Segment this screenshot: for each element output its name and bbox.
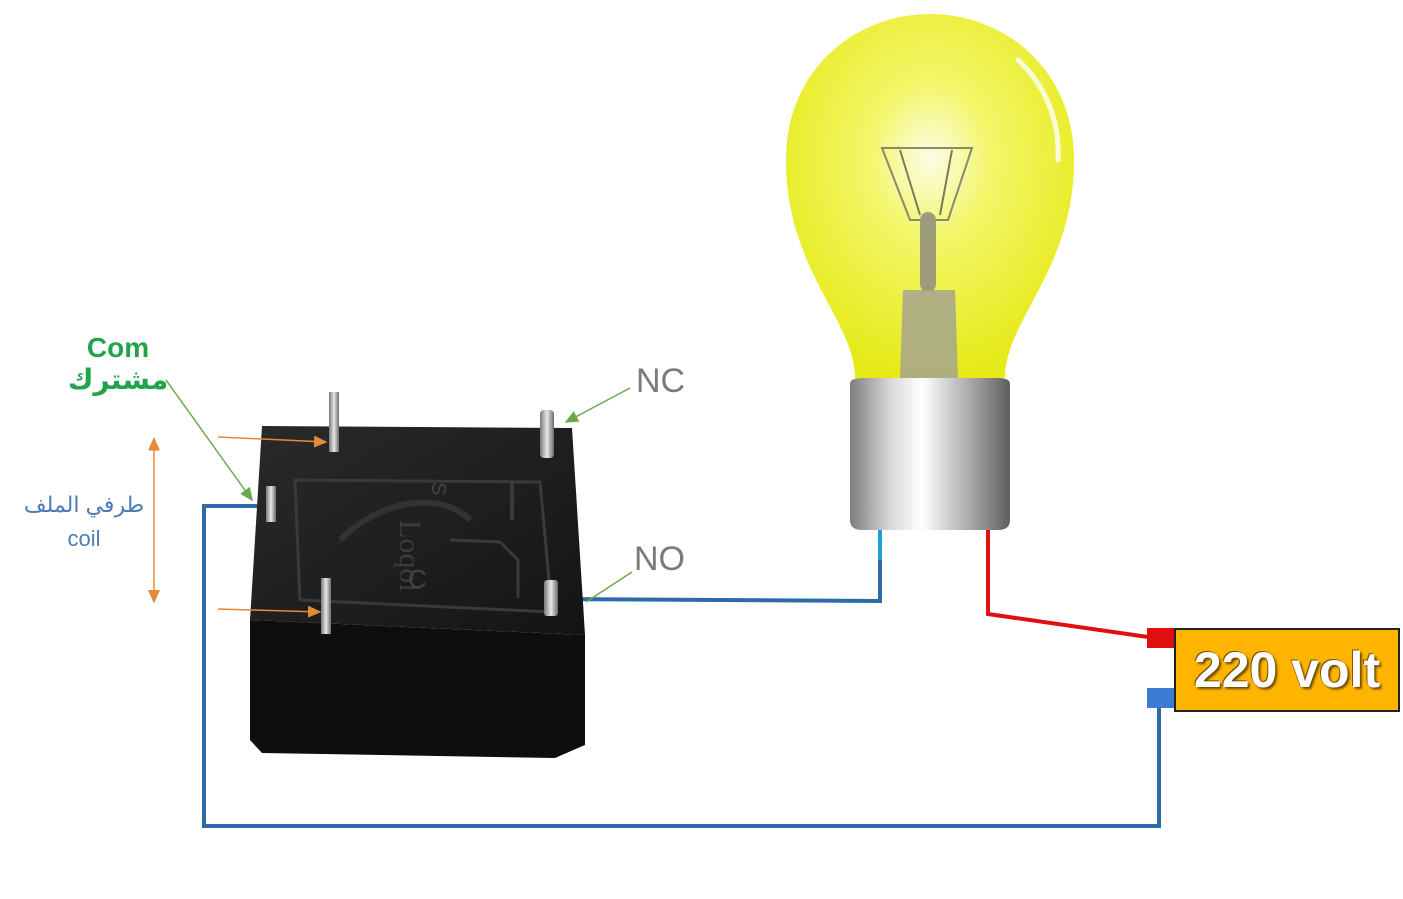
com-label: Com مشترك xyxy=(62,332,174,396)
source-terminal-blue xyxy=(1147,688,1174,708)
bulb-base xyxy=(850,378,1010,530)
relay-front-face xyxy=(250,620,585,758)
coil-label-ar: طرفي الملف xyxy=(23,492,145,517)
bulb-glass xyxy=(786,14,1074,378)
relay-pin-no xyxy=(544,580,558,616)
svg-text:C: C xyxy=(408,564,427,594)
coil-label-en: coil xyxy=(67,526,101,551)
svg-text:S: S xyxy=(427,482,449,495)
annotation-arrows xyxy=(148,379,633,618)
wires xyxy=(202,504,1161,828)
relay-pin-coil-bottom xyxy=(321,578,331,634)
coil-return-wire xyxy=(202,504,1161,828)
com-label-ar: مشترك xyxy=(67,364,169,395)
relay-pin-coil-top xyxy=(329,392,339,452)
light-bulb xyxy=(786,14,1074,530)
com-label-en: Com xyxy=(86,332,150,363)
com-pointer xyxy=(165,379,253,502)
bulb-to-source-red-wire xyxy=(986,530,1149,639)
relay-pin-nc xyxy=(540,410,554,458)
power-source-label: 220 volt xyxy=(1193,642,1381,698)
coil-label: طرفي الملف coil xyxy=(14,488,154,556)
no-label: NO xyxy=(634,540,685,578)
coil-top-arrow xyxy=(217,435,328,448)
power-source-box: 220 volt xyxy=(1174,628,1400,712)
nc-label: NC xyxy=(636,362,686,400)
relay: Loqol S C xyxy=(250,392,585,758)
source-terminal-red xyxy=(1147,628,1174,648)
svg-text:Loqol: Loqol xyxy=(393,520,426,592)
relay-top-face xyxy=(250,426,585,635)
relay-pin-com xyxy=(266,486,276,522)
no-pointer xyxy=(585,571,633,603)
nc-pointer xyxy=(564,387,631,423)
coil-bottom-arrow xyxy=(217,605,322,618)
